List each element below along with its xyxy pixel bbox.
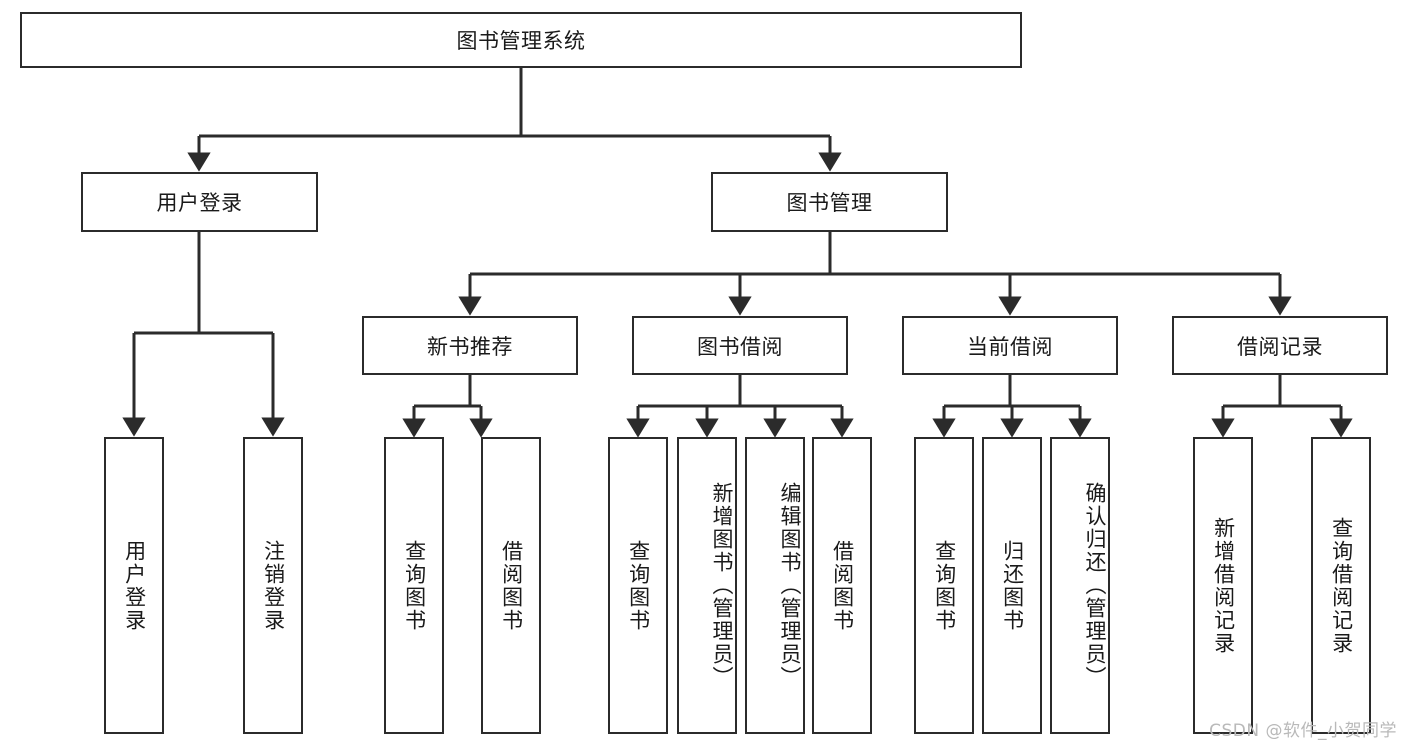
node-leaf-confirm-return[interactable]: 确认归还（管理员） <box>1050 437 1110 734</box>
node-leaf-query-book-1[interactable]: 查询图书 <box>384 437 444 734</box>
node-leaf-query-book-3-label: 查询图书 <box>932 539 957 632</box>
node-book-borrow[interactable]: 图书借阅 <box>632 316 848 375</box>
node-leaf-user-logout-label: 注销登录 <box>261 539 286 632</box>
node-leaf-user-logout[interactable]: 注销登录 <box>243 437 303 734</box>
csdn-watermark: CSDN @软件_小贺同学 <box>1209 721 1397 741</box>
node-book-borrow-label: 图书借阅 <box>697 334 783 359</box>
node-root-label: 图书管理系统 <box>456 29 586 53</box>
node-leaf-edit-book-label: 编辑图书（管理员） <box>778 482 802 689</box>
node-leaf-borrow-book-1[interactable]: 借阅图书 <box>481 437 541 734</box>
node-current-borrow-label: 当前借阅 <box>967 334 1053 359</box>
node-leaf-borrow-book-2[interactable]: 借阅图书 <box>812 437 872 734</box>
node-leaf-borrow-book-1-label: 借阅图书 <box>499 539 524 632</box>
node-leaf-return-book[interactable]: 归还图书 <box>982 437 1042 734</box>
node-new-book-recommend-label: 新书推荐 <box>427 334 513 359</box>
node-leaf-confirm-return-label: 确认归还（管理员） <box>1083 482 1107 689</box>
node-leaf-add-book-label: 新增图书（管理员） <box>710 482 734 689</box>
node-leaf-user-login[interactable]: 用户登录 <box>104 437 164 734</box>
node-leaf-query-book-3[interactable]: 查询图书 <box>914 437 974 734</box>
node-current-borrow[interactable]: 当前借阅 <box>902 316 1118 375</box>
node-book-management[interactable]: 图书管理 <box>711 172 948 232</box>
node-leaf-query-book-2-label: 查询图书 <box>626 539 651 632</box>
node-leaf-query-book-2[interactable]: 查询图书 <box>608 437 668 734</box>
node-borrow-record[interactable]: 借阅记录 <box>1172 316 1388 375</box>
node-leaf-query-book-1-label: 查询图书 <box>402 539 427 632</box>
node-leaf-add-record[interactable]: 新增借阅记录 <box>1193 437 1253 734</box>
node-root[interactable]: 图书管理系统 <box>20 12 1022 68</box>
node-user-login-label: 用户登录 <box>156 191 243 215</box>
node-new-book-recommend[interactable]: 新书推荐 <box>362 316 578 375</box>
node-leaf-return-book-label: 归还图书 <box>1000 539 1025 632</box>
node-leaf-add-book[interactable]: 新增图书（管理员） <box>677 437 737 734</box>
node-leaf-query-record[interactable]: 查询借阅记录 <box>1311 437 1371 734</box>
node-leaf-user-login-label: 用户登录 <box>122 539 147 632</box>
node-leaf-borrow-book-2-label: 借阅图书 <box>830 539 855 632</box>
node-leaf-add-record-label: 新增借阅记录 <box>1211 516 1236 655</box>
node-book-management-label: 图书管理 <box>786 191 873 215</box>
node-user-login[interactable]: 用户登录 <box>81 172 318 232</box>
node-leaf-edit-book[interactable]: 编辑图书（管理员） <box>745 437 805 734</box>
node-leaf-query-record-label: 查询借阅记录 <box>1329 516 1354 655</box>
node-borrow-record-label: 借阅记录 <box>1237 334 1323 359</box>
